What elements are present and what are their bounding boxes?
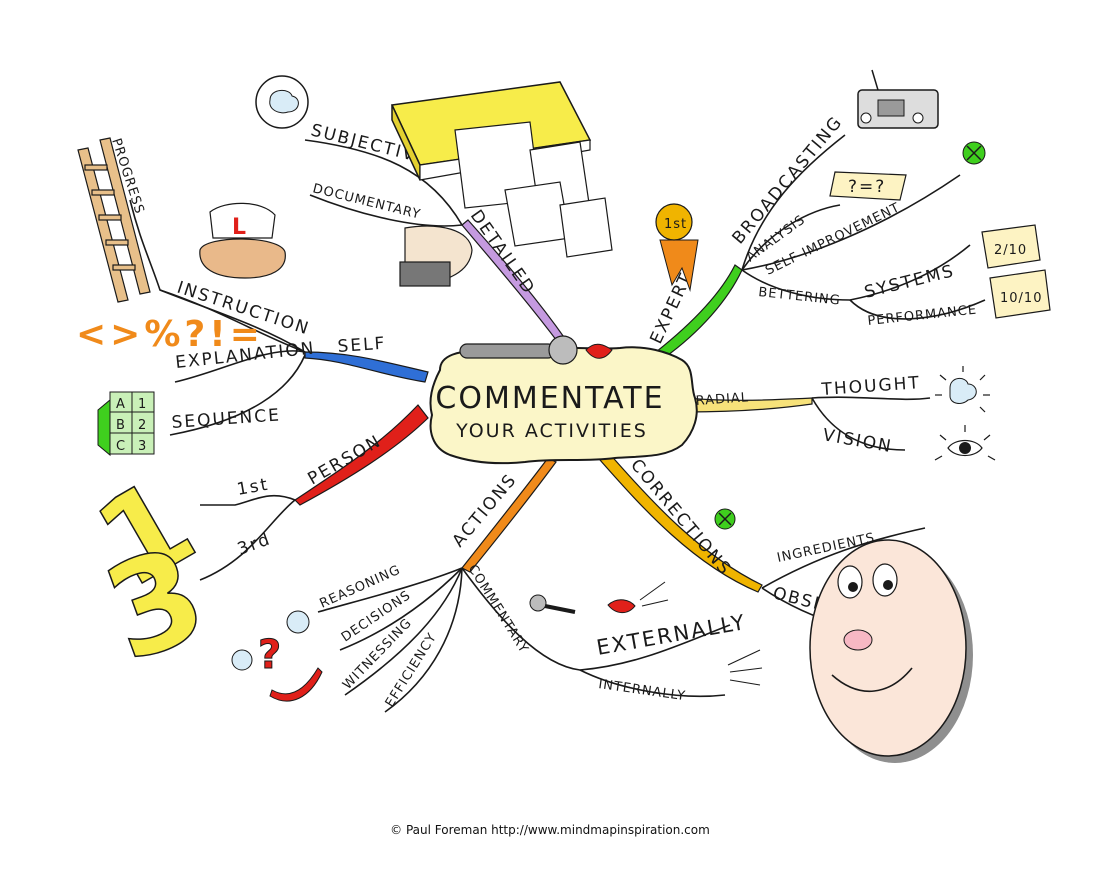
idea-cloud-icon [935,366,990,413]
label-radial: RADIAL [695,390,749,409]
grid-cell-a: A [116,397,126,412]
score-b-text: 10/10 [1000,291,1042,306]
score-card-10-10: 10/10 [989,269,1051,319]
label-sequence: SEQUENCE [171,405,282,433]
label-vision: VISION [821,425,894,457]
grid-cell-3: 3 [138,439,147,454]
ribbon-medal-icon: 1st [655,203,699,292]
speaking-lips-icon [607,599,636,614]
thought-clouds-icon [231,610,310,671]
grid-cell-b: B [116,418,126,433]
label-self: SELF [337,334,387,357]
equation-card: ?=? [829,171,907,201]
scroll-icon [399,225,473,287]
branch-actions-ribbon [461,457,557,573]
label-bettering: BETTERING [758,285,842,309]
credit-line: © Paul Foreman http://www.mindmapinspira… [390,823,710,837]
smile-mouth-icon [269,667,323,702]
abc-grid-icon: A 1 B 2 C 3 [97,391,155,457]
green-x-icon [962,141,986,165]
symbols-row: <>%?!= [76,314,264,355]
branch-radial-ribbon [685,397,813,413]
branch-corrections-ribbon [599,451,763,593]
green-x-icon-lower [714,508,736,530]
learner-plate-letter: L [232,215,246,240]
recycle-thought-icon [255,75,309,129]
branch-person-ribbon [294,404,429,506]
egg-face-icon [809,539,973,763]
center-title: COMMENTATE [435,381,664,416]
label-systems: SYSTEMS [862,261,957,303]
microphone-icon [459,335,578,365]
ladder-icon [77,137,151,303]
grid-cell-1: 1 [138,397,147,412]
score-a-text: 2/10 [994,243,1027,258]
score-card-2-10: 2/10 [981,224,1041,269]
question-mark-icon: ? [258,632,281,678]
label-performance: PERFORMANCE [867,303,978,329]
learner-brain-icon: L [199,202,286,279]
center-subtitle: YOUR ACTIVITIES [455,420,648,442]
label-thought: THOUGHT [820,373,921,400]
lips-icon [585,343,613,359]
label-third-person: 3rd [235,529,274,560]
paper-sheets-icon [454,121,613,258]
eye-icon [934,425,996,461]
handheld-mic-icon [529,594,576,614]
ribbon-text: 1st [664,217,687,232]
equation-text: ?=? [848,177,886,197]
sound-lines-icon [639,581,763,686]
label-commentary: COMMENTARY [465,562,532,656]
grid-cell-2: 2 [138,418,147,433]
big-number-three: 3 [87,517,224,691]
radio-icon [857,69,939,129]
branch-self-ribbon [304,351,429,383]
label-internally: INTERNALLY [597,677,686,704]
label-externally: EXTERNALLY [595,610,748,660]
grid-cell-c: C [116,439,126,454]
sub-branch-lines [129,134,986,713]
